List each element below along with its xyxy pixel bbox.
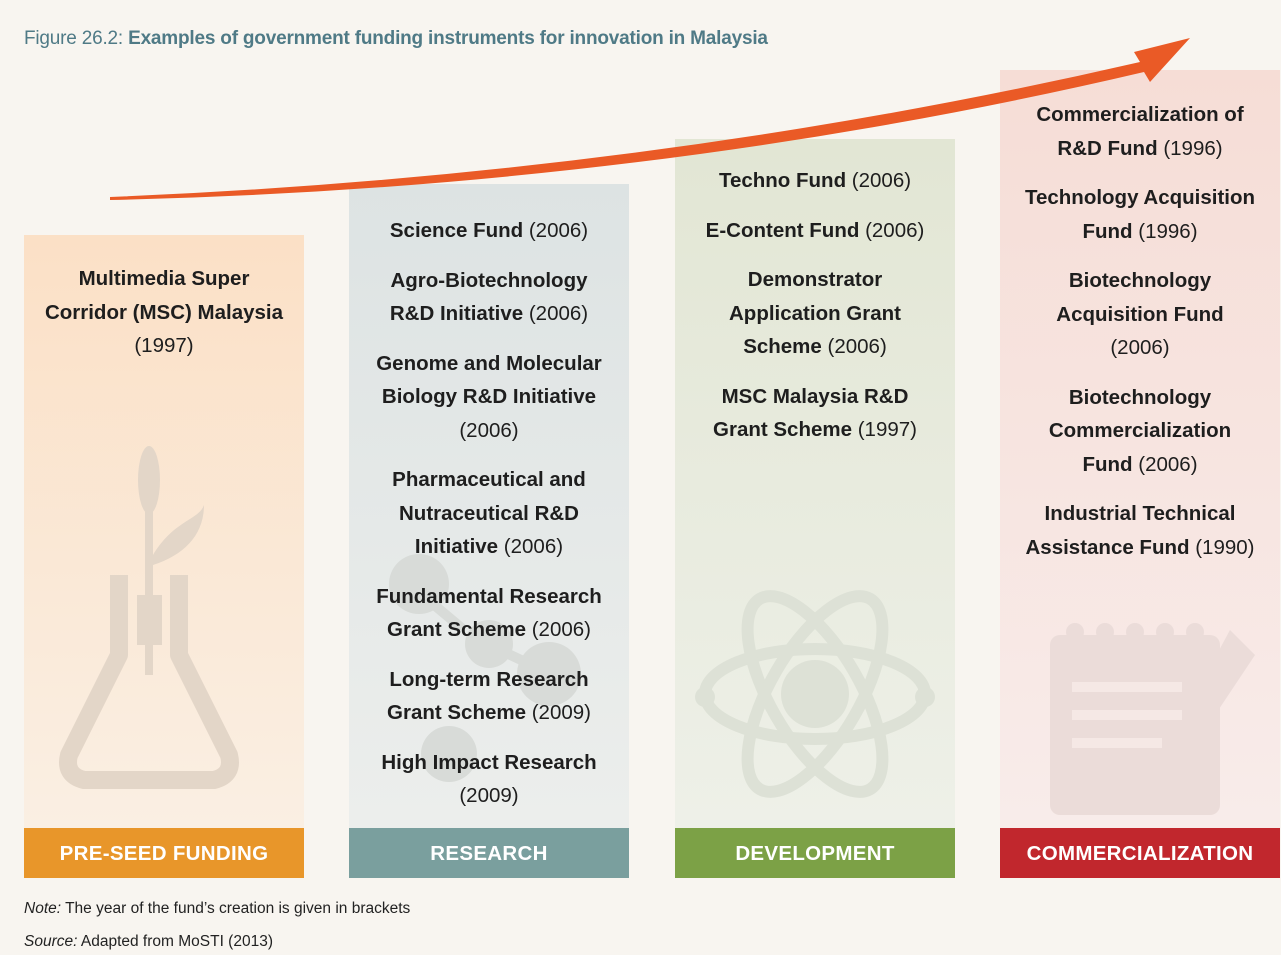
note-text: The year of the fund’s creation is given…	[65, 900, 411, 917]
fund-item: Biotechnology Acquisition Fund (2006)	[1000, 264, 1280, 365]
fund-year: (2006)	[1110, 336, 1170, 359]
stage-label-research: RESEARCH	[349, 828, 629, 878]
fund-item: Agro-Biotechnology R&D Initiative (2006)	[349, 264, 629, 331]
figure-number: Figure 26.2:	[24, 28, 123, 49]
fund-year: (2006)	[1138, 452, 1198, 476]
molecule-icon	[389, 554, 581, 782]
fund-item: Commercialization of R&D Fund (1996)	[1000, 98, 1280, 165]
column-commercialization: Commercialization of R&D Fund (1996) Tec…	[1000, 70, 1280, 828]
fund-year: (2006)	[503, 535, 564, 558]
fund-item: MSC Malaysia R&D Grant Scheme (1997)	[675, 380, 955, 447]
fund-item: High Impact Research (2009)	[349, 746, 629, 813]
progression-arrow-icon	[110, 38, 1190, 200]
fund-item: Genome and Molecular Biology R&D Initiat…	[349, 347, 629, 448]
fund-name: Agro-Biotechnology R&D Initiative	[389, 268, 588, 326]
source-text: Adapted from MoSTI (2013)	[80, 933, 273, 950]
fund-year: (2009)	[531, 701, 591, 724]
preseed-fund-list: Multimedia Super Corridor (MSC) Malaysia…	[24, 262, 304, 379]
stage-label-commercialization: COMMERCIALIZATION	[1000, 828, 1280, 878]
fund-item: Science Fund (2006)	[349, 214, 629, 248]
figure-heading: Examples of government funding instrumen…	[128, 28, 768, 49]
fund-name: High Impact Research	[381, 750, 597, 774]
fund-item: Techno Fund (2006)	[675, 164, 955, 198]
fund-year: (2006)	[865, 218, 925, 242]
fund-year: (1996)	[1163, 136, 1223, 160]
flask-icon	[59, 446, 239, 789]
stage-label-development: DEVELOPMENT	[675, 828, 955, 878]
fund-item: Demonstrator Application Grant Scheme (2…	[675, 263, 955, 364]
note-line: Note: The year of the fund’s creation is…	[24, 900, 410, 918]
fund-name: Multimedia Super Corridor (MSC) Malaysia	[44, 267, 284, 324]
fund-name: Technology Acquisition Fund	[1024, 186, 1256, 243]
fund-name: Fundamental Research Grant Scheme	[376, 584, 602, 642]
fund-name: Genome and Molecular Biology R&D Initiat…	[376, 351, 602, 409]
development-fund-list: Techno Fund (2006) E-Content Fund (2006)…	[675, 164, 955, 463]
fund-year: (1997)	[134, 334, 194, 357]
fund-year: (2006)	[851, 169, 912, 192]
fund-name: Industrial Technical Assistance Fund	[1025, 502, 1236, 559]
fund-year: (1996)	[1138, 219, 1198, 243]
commercialization-fund-list: Commercialization of R&D Fund (1996) Tec…	[1000, 98, 1280, 580]
fund-item: Multimedia Super Corridor (MSC) Malaysia…	[24, 262, 304, 363]
fund-name: Demonstrator Application Grant Scheme	[729, 268, 901, 358]
fund-item: Technology Acquisition Fund (1996)	[1000, 181, 1280, 248]
fund-item: E-Content Fund (2006)	[675, 214, 955, 248]
fund-name: E-Content Fund	[705, 218, 860, 242]
column-preseed: Multimedia Super Corridor (MSC) Malaysia…	[24, 235, 304, 828]
fund-name: Commercialization of R&D Fund	[1036, 103, 1244, 160]
fund-name: Biotechnology Commercialization Fund	[1048, 385, 1232, 476]
atom-icon	[695, 590, 935, 798]
fund-year: (2006)	[531, 618, 591, 641]
column-research: Science Fund (2006) Agro-Biotechnology R…	[349, 184, 629, 828]
fund-year: (2009)	[459, 784, 519, 807]
fund-year: (2006)	[528, 219, 589, 242]
fund-item: Biotechnology Commercialization Fund (20…	[1000, 381, 1280, 482]
figure-title: Figure 26.2: Examples of government fund…	[24, 28, 768, 50]
source-label: Source:	[24, 933, 78, 950]
fund-year: (1997)	[857, 418, 917, 441]
source-line: Source: Adapted from MoSTI (2013)	[24, 933, 273, 951]
fund-name: Science Fund	[389, 219, 524, 242]
fund-item: Industrial Technical Assistance Fund (19…	[1000, 497, 1280, 564]
fund-item: Long-term Research Grant Scheme (2009)	[349, 663, 629, 730]
fund-year: (2006)	[827, 335, 887, 358]
notepad-pencil-icon	[1050, 623, 1255, 815]
fund-name: MSC Malaysia R&D Grant Scheme	[713, 384, 909, 442]
fund-name: Long-term Research Grant Scheme	[387, 667, 589, 725]
fund-year: (2006)	[459, 418, 519, 442]
column-development: Techno Fund (2006) E-Content Fund (2006)…	[675, 139, 955, 828]
fund-year: (2006)	[528, 302, 589, 325]
fund-item: Fundamental Research Grant Scheme (2006)	[349, 580, 629, 647]
fund-name: Techno Fund	[718, 169, 847, 192]
fund-name: Biotechnology Acquisition Fund	[1056, 269, 1224, 326]
research-fund-list: Science Fund (2006) Agro-Biotechnology R…	[349, 214, 629, 828]
stage-label-preseed: PRE-SEED FUNDING	[24, 828, 304, 878]
fund-year: (1990)	[1195, 535, 1255, 559]
fund-name: Pharmaceutical and Nutraceutical R&D Ini…	[392, 468, 586, 558]
fund-item: Pharmaceutical and Nutraceutical R&D Ini…	[349, 463, 629, 564]
note-label: Note:	[24, 900, 62, 917]
